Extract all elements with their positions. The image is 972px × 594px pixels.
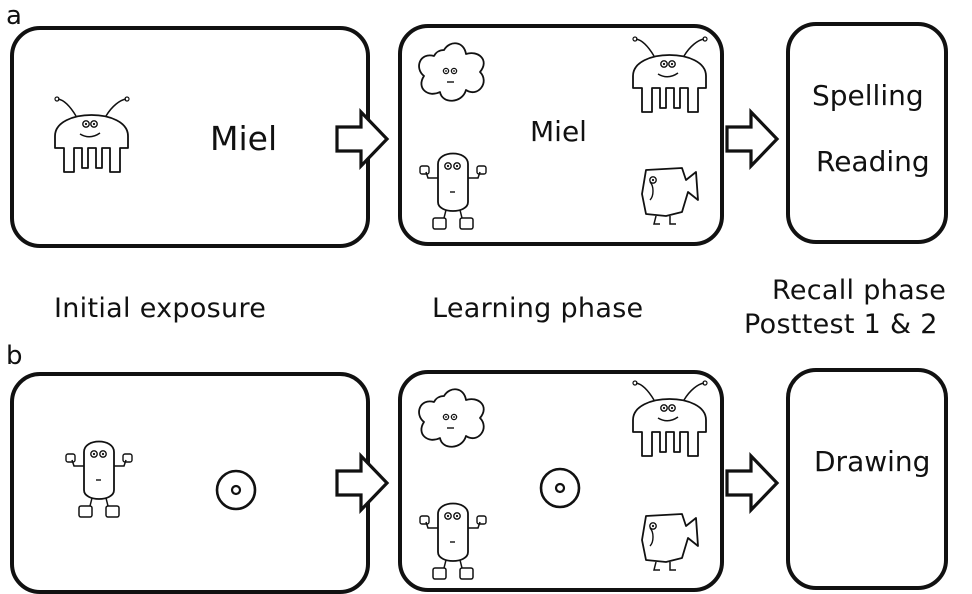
right-arrow-icon (725, 110, 779, 168)
caption-initial-exposure: Initial exposure (54, 293, 267, 324)
initial-word-a: Miel (210, 119, 278, 158)
blob-creature-icon (418, 42, 485, 102)
robot-creature-icon (419, 502, 487, 580)
panel-label-b: b (6, 341, 23, 371)
robot-creature-icon (419, 152, 487, 230)
right-arrow-icon (335, 454, 389, 512)
recall-item-drawing: Drawing (814, 445, 931, 478)
caption-learning-phase: Learning phase (432, 293, 644, 324)
octopus-creature-icon (54, 96, 130, 173)
robot-creature-icon (65, 440, 133, 518)
caption-posttest: Posttest 1 & 2 (744, 309, 938, 340)
learning-word-a: Miel (530, 115, 587, 148)
recall-box-a: Spelling Reading (786, 22, 948, 244)
octopus-creature-icon (632, 36, 708, 113)
initial-exposure-box-a: Miel (10, 26, 370, 248)
fish-creature-icon (641, 167, 699, 225)
recall-box-b: Drawing (786, 368, 948, 590)
learning-phase-box-a: Miel (398, 24, 724, 246)
learning-phase-box-b (398, 370, 724, 592)
blob-creature-icon (418, 388, 485, 448)
recall-item-spelling: Spelling (812, 79, 924, 112)
octopus-creature-icon (632, 380, 708, 457)
caption-recall-phase: Recall phase (772, 275, 947, 306)
panel-label-a: a (6, 1, 22, 31)
fish-creature-icon (641, 513, 699, 571)
right-arrow-icon (725, 454, 779, 512)
fixation-target-icon (215, 469, 257, 511)
right-arrow-icon (335, 110, 389, 168)
initial-exposure-box-b (10, 372, 370, 594)
recall-item-reading: Reading (816, 145, 930, 178)
fixation-target-icon (539, 467, 581, 509)
